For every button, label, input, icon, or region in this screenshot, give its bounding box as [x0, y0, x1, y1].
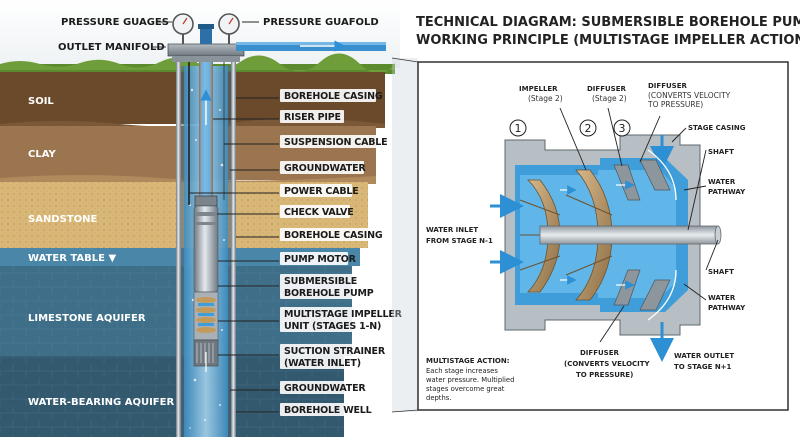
callout-leaders — [189, 97, 279, 413]
label-groundwater-2: GROUNDWATER — [284, 383, 366, 394]
water-pathway-1-line-2: PATHWAY — [708, 188, 746, 196]
shaft-mid-label: SHAFT — [708, 268, 734, 276]
label-multistage-line-2: UNIT (STAGES 1-N) — [284, 321, 381, 332]
label-multistage-line-1: MULTISTAGE IMPELLER — [284, 309, 403, 320]
label-water-table: WATER TABLE ▼ — [28, 253, 116, 264]
water-outlet-line-2: TO STAGE N+1 — [674, 363, 732, 371]
power-cable — [188, 58, 225, 205]
stage-number-markers: 1 2 3 — [509, 119, 631, 137]
shaft — [539, 225, 719, 245]
detail-leaders — [559, 107, 719, 343]
diffuser-sub-label: (Stage 2) — [592, 94, 627, 103]
impeller-sub-label: (Stage 2) — [528, 94, 563, 103]
label-pressure-gauges: PRESSURE GUAGES — [61, 17, 169, 28]
riser-pipe — [199, 50, 213, 200]
outlet-manifold — [167, 24, 386, 62]
diffuser-right-sub-2: TO PRESSURE) — [647, 100, 703, 109]
water-pathway-2-line-1: WATER — [708, 294, 736, 302]
water-inlet-line-2: FROM STAGE N-1 — [426, 237, 493, 245]
water-pathway-1-line-1: WATER — [708, 178, 736, 186]
diffuser-bottom-line-1: DIFFUSER — [580, 349, 619, 357]
flow-arrows — [490, 135, 677, 362]
detail-title-line-1: TECHNICAL DIAGRAM: SUBMERSIBLE BOREHOLE … — [416, 15, 800, 30]
label-submersible-line-1: SUBMERSIBLE — [284, 276, 357, 287]
detail-connector — [391, 57, 419, 413]
multistage-title: MULTISTAGE ACTION: — [426, 357, 510, 365]
diffuser-right-label: DIFFUSER — [648, 82, 687, 90]
label-riser-pipe: RISER PIPE — [284, 112, 341, 123]
multistage-text-3: stages overcome great — [426, 385, 505, 393]
stage-casing-label: STAGE CASING — [688, 124, 746, 132]
callout-label-backgrounds — [280, 89, 392, 416]
pump-body — [193, 205, 219, 372]
label-outlet-manifold: OUTLET MANIFOLD — [58, 42, 165, 53]
water-outlet-line-1: WATER OUTLET — [674, 352, 734, 360]
label-clay: CLAY — [28, 149, 56, 160]
detail-panel: TECHNICAL DIAGRAM: SUBMERSIBLE BOREHOLE … — [416, 15, 800, 411]
stage-number-3: 3 — [619, 122, 626, 135]
label-check-valve: CHECK VALVE — [284, 207, 354, 218]
check-valve — [194, 195, 218, 207]
label-borehole-well: BOREHOLE WELL — [284, 405, 372, 416]
impeller-label: IMPELLER — [519, 85, 558, 93]
label-power-cable: POWER CABLE — [284, 186, 359, 197]
pressure-gauge-left — [172, 13, 194, 44]
borehole-casing — [176, 56, 236, 437]
multistage-text-4: depths. — [426, 394, 452, 402]
stage-number-1: 1 — [515, 122, 522, 135]
label-pressure-guafold: PRESSURE GUAFOLD — [263, 17, 379, 28]
impeller-stage-1 — [519, 179, 562, 293]
label-suction-line-2: (WATER INLET) — [284, 358, 361, 369]
label-borehole-casing-2: BOREHOLE CASING — [284, 230, 383, 241]
label-submersible-line-2: BOREHOLE PUMP — [284, 288, 374, 299]
label-water-bearing-aquifer: WATER-BEARING AQUIFER — [28, 397, 174, 408]
multistage-text-2: water pressure. Multiplied — [426, 376, 514, 384]
callout-labels: BOREHOLE CASING RISER PIPE SUSPENSION CA… — [284, 91, 403, 416]
diffuser-bottom-line-3: TO PRESSURE) — [576, 371, 633, 379]
label-groundwater-1: GROUNDWATER — [284, 163, 366, 174]
water-inlet-line-1: WATER INLET — [426, 226, 478, 234]
pressure-gauge-right — [218, 13, 240, 44]
label-limestone-aquifer: LIMESTONE AQUIFER — [28, 313, 146, 324]
label-sandstone: SANDSTONE — [28, 214, 98, 225]
diffuser-right-sub-1: (CONVERTS VELOCITY — [648, 91, 731, 100]
stage-number-2: 2 — [585, 122, 592, 135]
label-borehole-casing-1: BOREHOLE CASING — [284, 91, 383, 102]
water-pathway-2-line-2: PATHWAY — [708, 304, 746, 312]
shaft-top-label: SHAFT — [708, 148, 734, 156]
diffuser-label: DIFFUSER — [587, 85, 626, 93]
label-pump-motor: PUMP MOTOR — [284, 254, 357, 265]
detail-title-line-2: WORKING PRINCIPLE (MULTISTAGE IMPELLER A… — [416, 33, 800, 48]
label-suspension-cable: SUSPENSION CABLE — [284, 137, 387, 148]
diffuser-bottom-line-2: (CONVERTS VELOCITY — [564, 360, 651, 368]
label-suction-line-1: SUCTION STRAINER — [284, 346, 386, 357]
label-soil: SOIL — [28, 96, 54, 107]
multistage-text-1: Each stage increases — [426, 367, 498, 375]
